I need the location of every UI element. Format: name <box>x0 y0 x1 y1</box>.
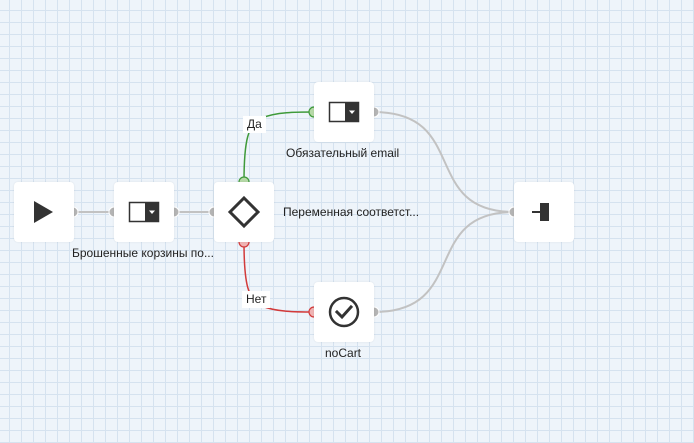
node-no-cart-label: noCart <box>325 346 362 360</box>
node-end[interactable] <box>514 182 574 242</box>
connector-nocart-to-end <box>373 211 515 313</box>
play-icon <box>34 201 53 223</box>
node-start[interactable] <box>14 182 74 242</box>
node-condition[interactable] <box>214 182 274 242</box>
branch-label-no: Нет <box>242 291 271 308</box>
end-icon <box>532 203 549 221</box>
branch-label-yes: Да <box>243 116 266 133</box>
connector-email-to-end <box>373 111 515 213</box>
node-no-cart[interactable] <box>314 282 374 342</box>
split-select-icon <box>328 101 360 123</box>
node-required-email[interactable] <box>314 82 374 142</box>
node-condition-label: Переменная соответст... <box>283 205 420 219</box>
node-required-email-label: Обязательный email <box>286 146 400 160</box>
node-abandoned-carts-label: Брошенные корзины по... <box>72 246 214 260</box>
diamond-icon <box>227 195 261 229</box>
split-select-icon <box>128 201 160 223</box>
node-abandoned-carts[interactable] <box>114 182 174 242</box>
check-circle-icon <box>328 296 360 328</box>
